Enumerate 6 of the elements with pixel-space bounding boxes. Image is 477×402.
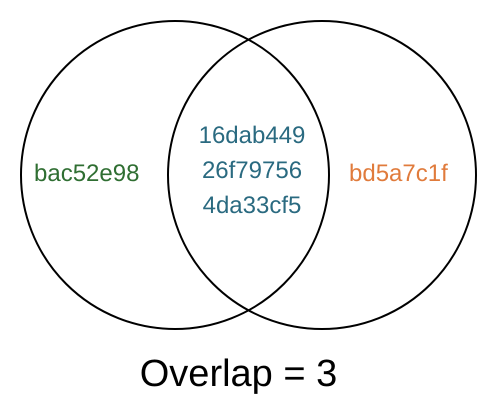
set-item-text: bac52e98 [34,159,140,189]
overlap-item-text: 26f79756 [202,156,302,186]
set-item-text: bd5a7c1f [349,159,448,189]
overlap-item-text: 16dab449 [198,121,306,151]
overlap-item-text: 4da33cf5 [202,191,302,221]
caption: Overlap = 3 [140,352,338,396]
